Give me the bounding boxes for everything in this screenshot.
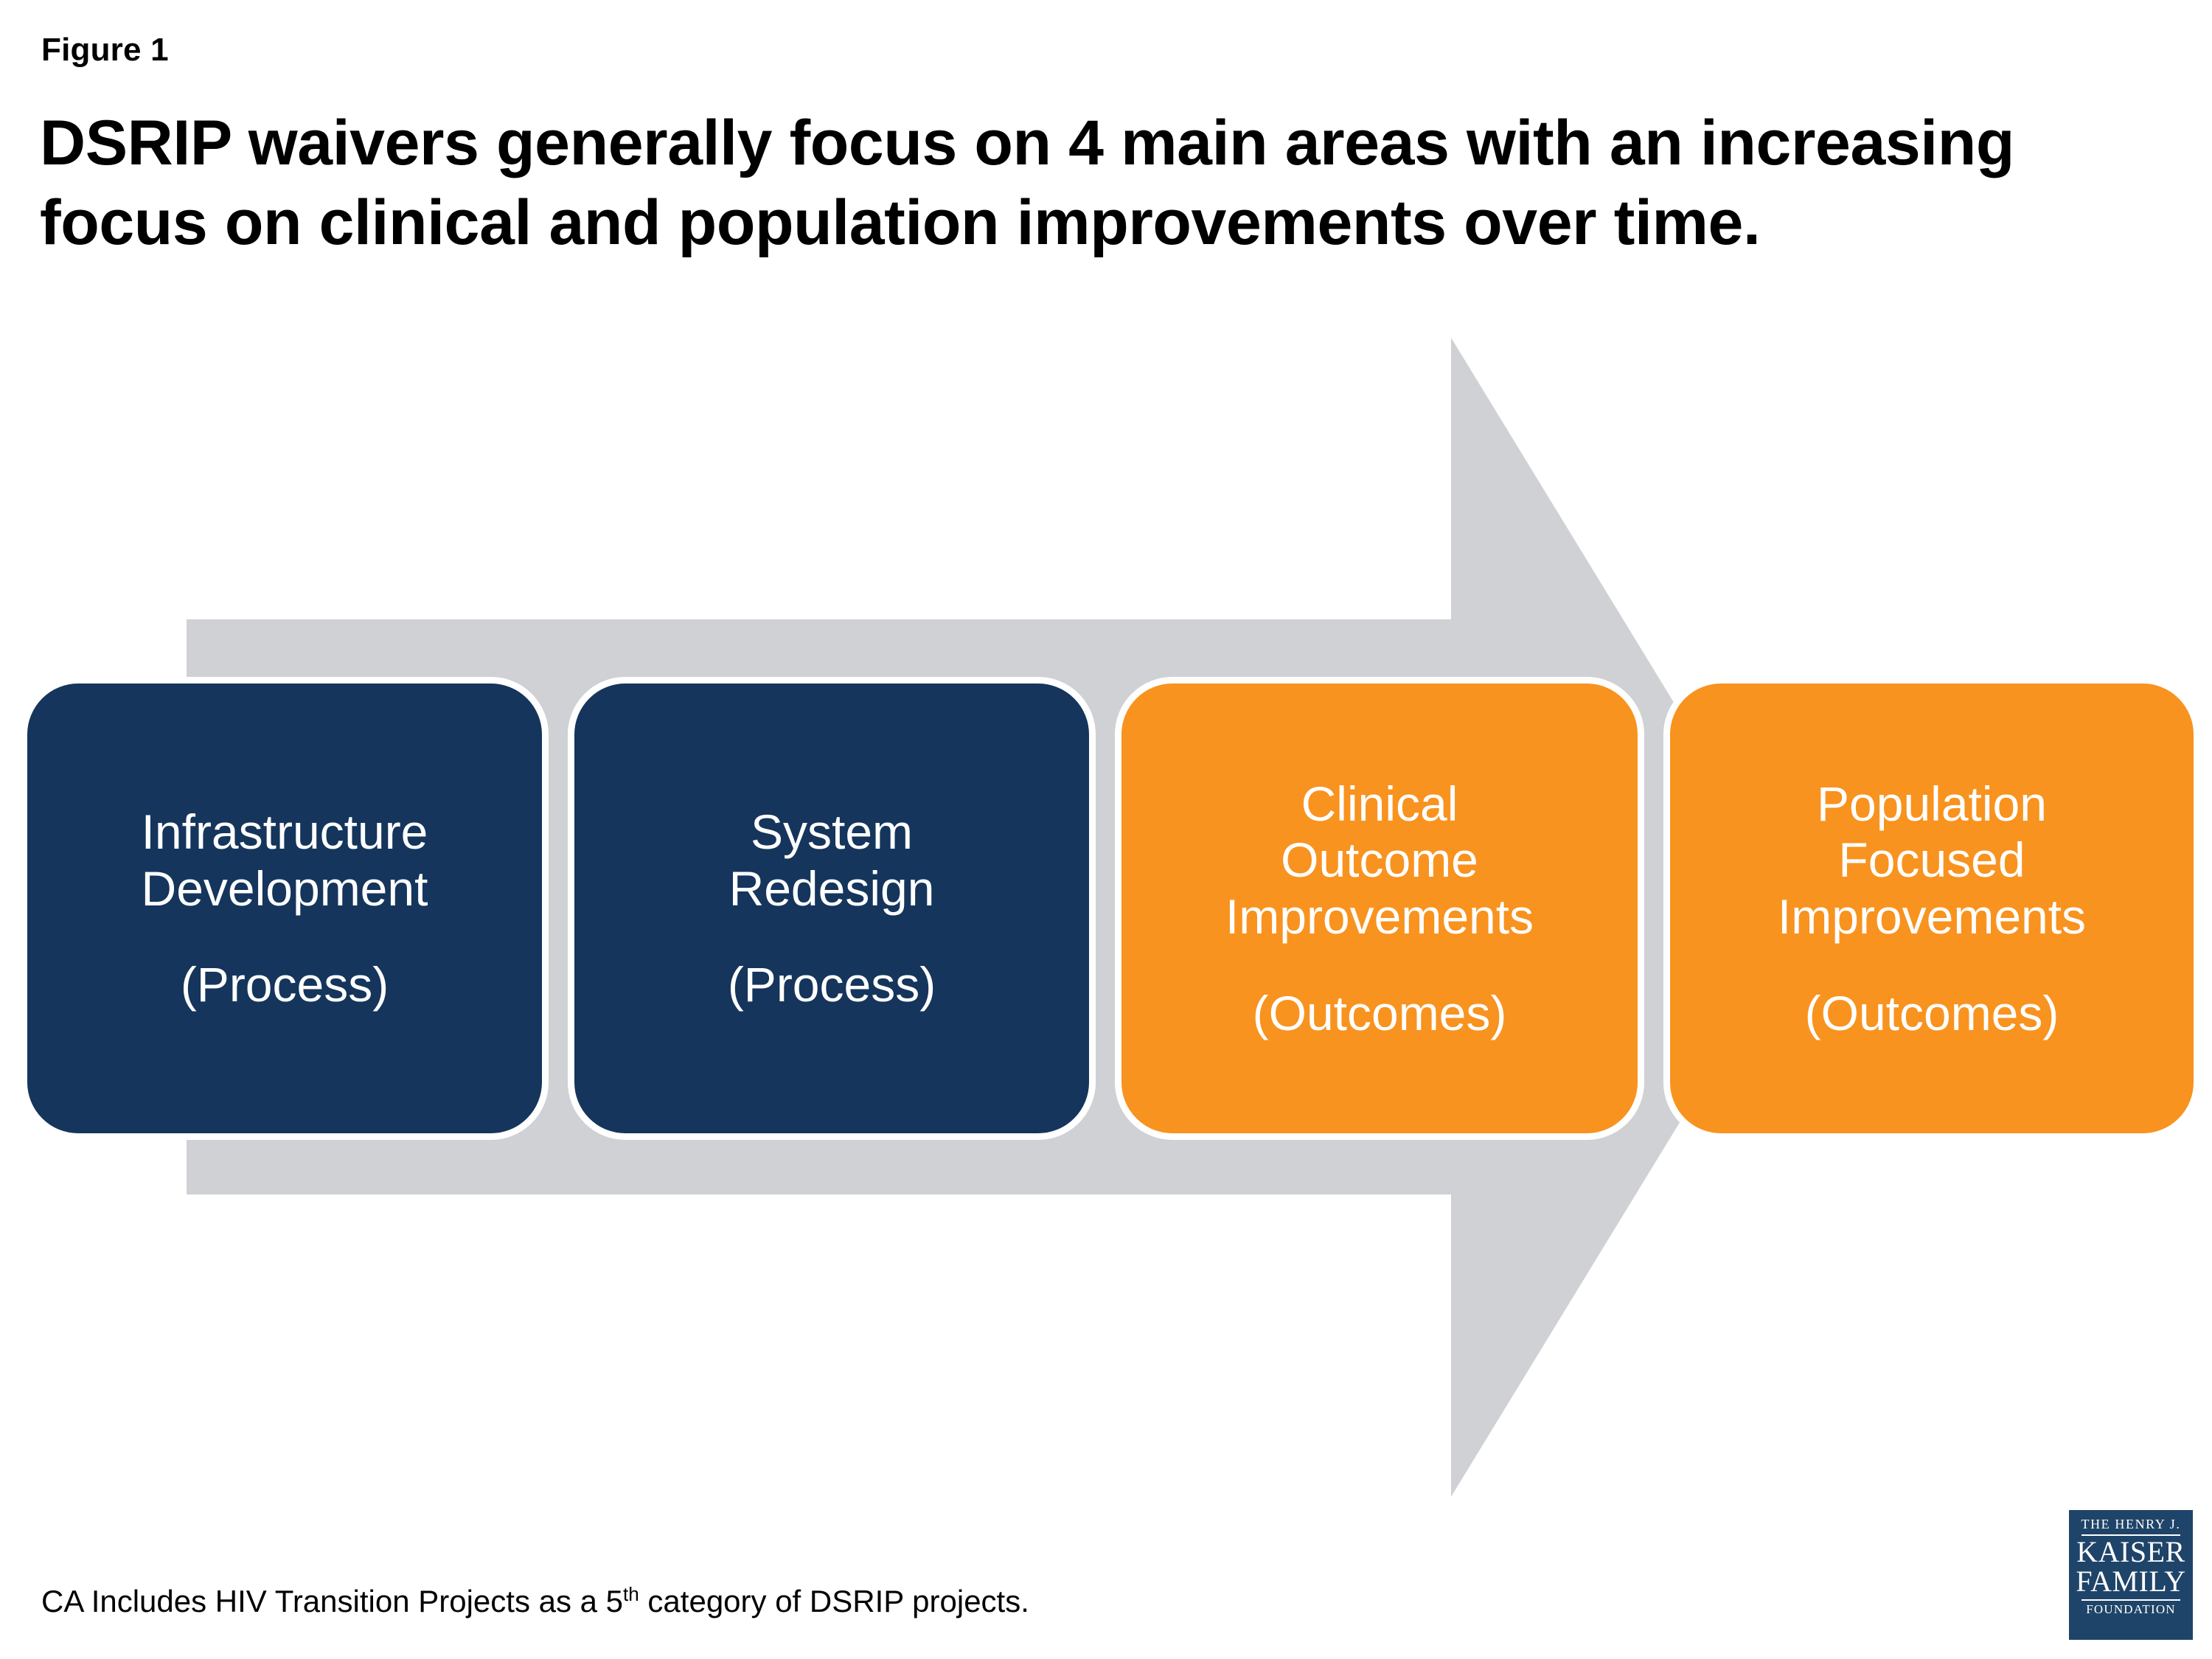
box-2-qualifier: (Process) — [727, 957, 936, 1012]
box-4-line-2: Focused — [1838, 832, 2025, 888]
logo-rule-bottom — [2081, 1599, 2180, 1601]
box-3-line-2: Outcome — [1281, 832, 1478, 888]
box-clinical-outcome-improvements[interactable]: Clinical Outcome Improvements (Outcomes) — [1115, 677, 1644, 1140]
box-2-line-1: System — [750, 804, 914, 860]
title-line-2: focus on clinical and population improve… — [40, 187, 1761, 259]
footnote-ordinal-suffix: th — [623, 1583, 639, 1605]
category-box-row: Infrastructure Development (Process) Sys… — [0, 677, 2212, 1140]
logo-line-family: FAMILY — [2076, 1564, 2186, 1598]
footnote: CA Includes HIV Transition Projects as a… — [41, 1584, 1029, 1619]
box-4-line-1: Population — [1817, 776, 2047, 831]
box-3-line-1: Clinical — [1301, 776, 1458, 831]
footnote-prefix: CA Includes HIV Transition Projects as a… — [41, 1584, 624, 1618]
box-2-line-2: Redesign — [728, 860, 935, 916]
logo-line-kaiser: KAISER — [2076, 1534, 2185, 1568]
box-4-qualifier: (Outcomes) — [1804, 985, 2059, 1040]
box-3-line-3: Improvements — [1225, 889, 1534, 944]
footnote-suffix: category of DSRIP projects. — [639, 1584, 1029, 1618]
box-1-qualifier: (Process) — [180, 957, 389, 1012]
logo-line-foundation: FOUNDATION — [2086, 1601, 2176, 1616]
box-4-line-3: Improvements — [1777, 889, 2087, 944]
box-system-redesign[interactable]: System Redesign (Process) — [568, 677, 1096, 1140]
logo-rule-top — [2081, 1534, 2180, 1536]
box-infrastructure-development[interactable]: Infrastructure Development (Process) — [21, 677, 549, 1140]
box-1-line-2: Development — [141, 860, 428, 916]
box-population-focused-improvements[interactable]: Population Focused Improvements (Outcome… — [1663, 677, 2200, 1140]
box-1-line-1: Infrastructure — [141, 804, 428, 860]
title-line-1: DSRIP waivers generally focus on 4 main … — [40, 108, 2015, 178]
page-title: DSRIP waivers generally focus on 4 main … — [40, 103, 2149, 263]
logo-line-henry-j: THE HENRY J. — [2081, 1517, 2181, 1531]
box-3-qualifier: (Outcomes) — [1252, 985, 1507, 1040]
figure-label: Figure 1 — [41, 32, 169, 68]
kaiser-family-foundation-logo: THE HENRY J. KAISER FAMILY FOUNDATION — [2069, 1510, 2193, 1640]
